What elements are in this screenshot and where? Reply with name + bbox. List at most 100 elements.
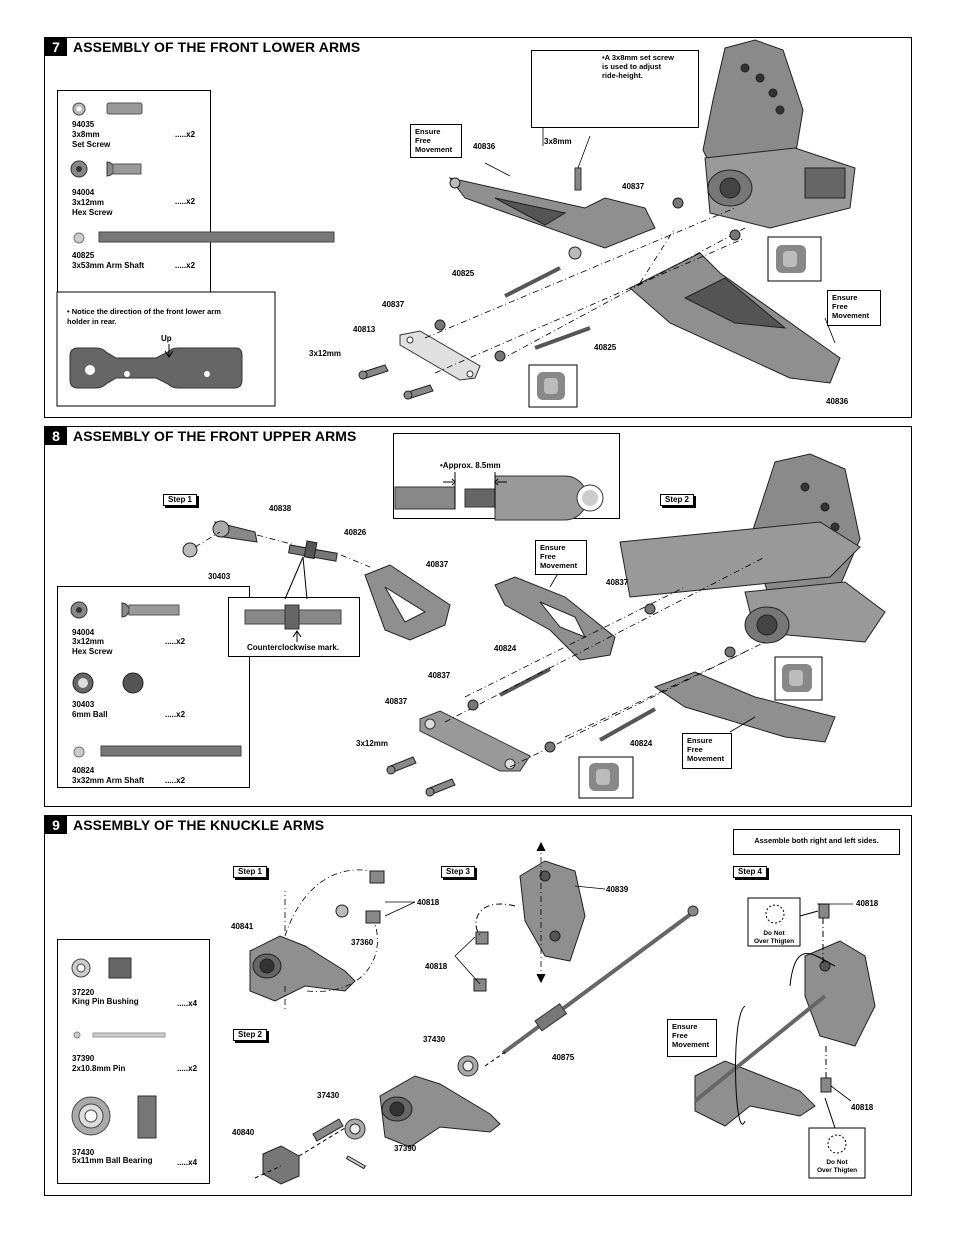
label-40818: 40818 — [856, 899, 879, 908]
part-qty: .....x2 — [175, 261, 196, 270]
knuckle-arm-step1-drawing — [249, 935, 356, 1002]
part-code: 37220 — [72, 988, 95, 997]
section8-drawing — [70, 453, 886, 799]
label-3x8mm: 3x8mm — [544, 137, 572, 146]
upper-arm-step1-drawing — [364, 564, 451, 641]
arm-holder-drawing — [399, 330, 481, 381]
label-37430: 37430 — [423, 1035, 446, 1044]
section-front-upper-arms: 8 ASSEMBLY OF THE FRONT UPPER ARMS — [44, 426, 912, 807]
arm-shaft-a — [499, 667, 551, 697]
part-qty: .....x2 — [165, 637, 186, 646]
ball-icon — [122, 672, 144, 694]
arm-shaft-icon — [98, 231, 335, 243]
part-name: 3x32mm Arm Shaft — [72, 776, 145, 785]
section-knuckle-arms: 9 ASSEMBLY OF THE KNUCKLE ARMS Assemble … — [44, 815, 912, 1196]
label-40826: 40826 — [344, 528, 367, 537]
drive-shaft-drawing — [501, 905, 699, 1055]
bushings — [467, 603, 736, 753]
label-40837: 40837 — [428, 671, 451, 680]
part-qty: .....x2 — [165, 710, 186, 719]
arm-holder-shape — [69, 347, 243, 389]
step1-ball-end-drawing — [182, 520, 338, 562]
do-not-box-1 — [747, 897, 801, 947]
part-qty: .....x4 — [177, 999, 198, 1008]
label-40818: 40818 — [425, 962, 448, 971]
label-40825: 40825 — [594, 343, 617, 352]
do-not-overtighten: Do Not Over Thigten — [816, 1159, 858, 1174]
step-number: 7 — [45, 38, 67, 56]
lower-arm-upper-drawing — [448, 177, 656, 260]
arm-shaft-icon — [100, 745, 242, 757]
notice-text: • Notice the direction of the front lowe… — [67, 307, 221, 326]
front-bulkhead-drawing — [702, 39, 856, 229]
lower-arm-lower-drawing — [629, 252, 841, 384]
arm-shaft-a — [504, 266, 561, 298]
pin-end-icon — [73, 1031, 81, 1039]
arm-shaft-end-icon — [73, 232, 85, 244]
ensure-note: Ensure Free Movement — [667, 1019, 717, 1057]
section-title: ASSEMBLY OF THE FRONT LOWER ARMS — [73, 39, 361, 55]
both-sides-note: Assemble both right and left sides. — [733, 829, 900, 855]
part-qty: .....x2 — [175, 130, 196, 139]
section7-drawing — [56, 39, 856, 408]
section-title: ASSEMBLY OF THE KNUCKLE ARMS — [73, 817, 325, 833]
label-40840: 40840 — [232, 1128, 255, 1137]
part-qty: .....x4 — [177, 1158, 198, 1167]
step1-tag: Step 1 — [233, 866, 268, 878]
ensure-note: Ensure Free Movement — [535, 540, 587, 575]
part-name: 2x10.8mm Pin — [72, 1064, 126, 1073]
part-name: Hex Screw — [72, 208, 113, 217]
label-40837: 40837 — [426, 560, 449, 569]
notice-up-label: Up — [161, 334, 172, 343]
label-37390: 37390 — [394, 1144, 417, 1153]
knuckle-arm-step2-drawing — [379, 1075, 501, 1148]
ensure-note: Ensure Free Movement — [682, 733, 732, 769]
label-40836: 40836 — [473, 142, 496, 151]
part-name: 5x11mm Ball Bearing — [72, 1156, 153, 1165]
label-40837: 40837 — [382, 300, 405, 309]
ccw-label: Counterclockwise mark. — [247, 643, 340, 652]
label-30403: 30403 — [208, 572, 231, 581]
part-name: 6mm Ball — [72, 710, 108, 719]
parts-box — [57, 939, 210, 1184]
label-3x12mm: 3x12mm — [309, 349, 342, 358]
part-code: 94004 — [72, 188, 95, 197]
section-title: ASSEMBLY OF THE FRONT UPPER ARMS — [73, 428, 357, 444]
knuckle-step3-drawing — [519, 860, 586, 962]
label-40818: 40818 — [851, 1103, 874, 1112]
label-40836: 40836 — [826, 397, 849, 406]
part-qty: .....x2 — [177, 1064, 198, 1073]
part-code: 40824 — [72, 766, 95, 775]
part-code: 37430 — [72, 1148, 95, 1157]
section9-drawing — [71, 841, 876, 1185]
screws — [386, 756, 456, 797]
set-screw-icon — [106, 102, 143, 115]
part-code: 94035 — [72, 120, 95, 129]
label-40813: 40813 — [353, 325, 376, 334]
part-name: 3x53mm Arm Shaft — [72, 261, 145, 270]
part-size: 3x8mm — [72, 130, 100, 139]
setscrew-note: •A 3x8mm set screw is used to adjust rid… — [531, 50, 699, 128]
label-40825: 40825 — [452, 269, 475, 278]
hex-screw-icon — [128, 604, 180, 616]
step1-tag: Step 1 — [163, 494, 198, 506]
bushing-icon — [108, 957, 132, 979]
step3-bushings — [473, 931, 489, 992]
arm-shaft-b — [599, 707, 656, 742]
label-3x12mm: 3x12mm — [356, 739, 389, 748]
part-code: 30403 — [72, 700, 95, 709]
hex-screw-icon — [112, 163, 142, 175]
step3-tag: Step 3 — [441, 866, 476, 878]
label-40837: 40837 — [606, 578, 629, 587]
arm-holder-drawing — [419, 710, 531, 772]
step-number: 9 — [45, 816, 67, 834]
step2-tag: Step 2 — [660, 494, 695, 506]
approx-label: •Approx. 8.5mm — [440, 461, 501, 470]
label-37430: 37430 — [317, 1091, 340, 1100]
label-40841: 40841 — [231, 922, 254, 931]
parts-box-frame — [57, 90, 211, 319]
part-name: Hex Screw — [72, 647, 113, 656]
step1-bushings — [335, 870, 385, 924]
part-code: 94004 — [72, 628, 95, 637]
label-37360: 37360 — [351, 938, 374, 947]
